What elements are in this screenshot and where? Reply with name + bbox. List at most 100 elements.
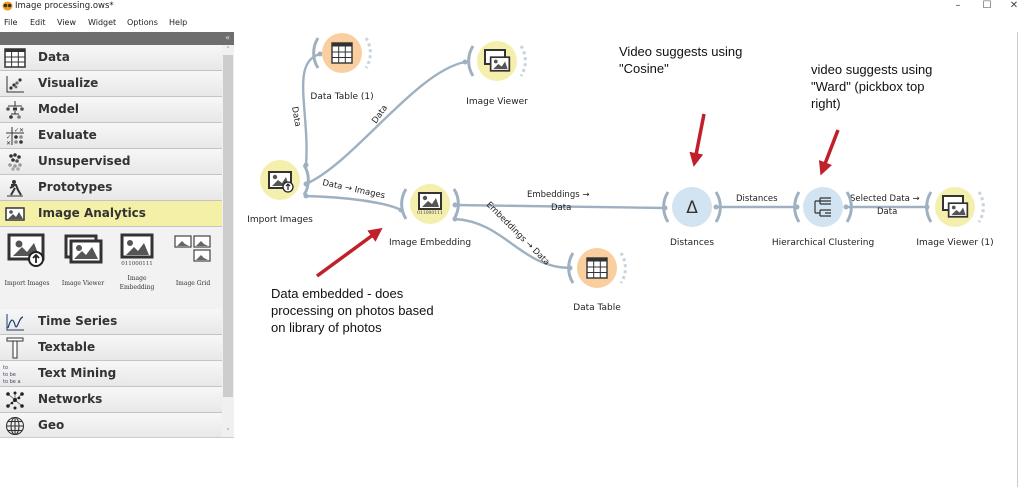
svg-text:011000111: 011000111 bbox=[417, 210, 443, 216]
node-distances[interactable]: Δ Distances bbox=[662, 187, 722, 248]
node-data-table-1[interactable]: Data Table (1) bbox=[310, 33, 374, 102]
category-textable[interactable]: Textable bbox=[0, 335, 222, 361]
widget-help-panel bbox=[0, 437, 234, 487]
node-label: Hierarchical Clustering bbox=[772, 238, 874, 248]
link-label: Distances bbox=[736, 194, 778, 204]
category-data[interactable]: Data bbox=[0, 45, 222, 71]
link-label: Data bbox=[370, 103, 390, 125]
category-image-analytics[interactable]: Image Analytics bbox=[0, 201, 222, 227]
menu-options[interactable]: Options bbox=[127, 18, 158, 27]
toolbox: Data Visualize Model ✓✕✓✕ Evaluate Unsup… bbox=[0, 45, 222, 437]
link-label: Selected Data → bbox=[850, 194, 920, 204]
category-label: Time Series bbox=[38, 314, 118, 328]
annotation-arrow-embedding bbox=[315, 227, 383, 278]
category-geo[interactable]: Geo bbox=[0, 413, 222, 437]
tool-image-grid[interactable]: Image Grid bbox=[166, 227, 220, 305]
close-button[interactable]: ✕ bbox=[1009, 0, 1019, 11]
node-data-table[interactable]: Data Table bbox=[567, 248, 627, 313]
globe-icon bbox=[0, 413, 30, 437]
tool-import-images[interactable]: Import Images bbox=[0, 227, 54, 305]
title-bar: Image processing.ows* – ☐ ✕ bbox=[0, 0, 1024, 14]
category-model[interactable]: Model bbox=[0, 97, 222, 123]
text-cursor-icon bbox=[0, 335, 30, 360]
menu-bar: File Edit View Widget Options Help bbox=[0, 14, 1024, 32]
link-label: Data bbox=[289, 106, 302, 128]
orange-glasses-icon bbox=[2, 1, 13, 11]
delta-icon: Δ bbox=[686, 198, 698, 218]
category-time-series[interactable]: Time Series bbox=[0, 309, 222, 335]
link-import-to-embed[interactable] bbox=[305, 194, 402, 212]
link-embed-to-dist[interactable] bbox=[454, 203, 666, 210]
category-label: Model bbox=[38, 102, 80, 116]
tool-label: Import Images bbox=[4, 280, 50, 287]
node-hierarchical-clustering[interactable]: Hierarchical Clustering bbox=[772, 187, 874, 248]
node-label: Distances bbox=[670, 238, 714, 248]
link-embed-to-table[interactable] bbox=[454, 217, 571, 270]
node-label: Image Embedding bbox=[389, 238, 471, 248]
link-import-to-viewer[interactable] bbox=[305, 60, 466, 186]
category-label: Data bbox=[38, 50, 70, 64]
svg-text:to: to bbox=[3, 365, 8, 371]
category-label: Evaluate bbox=[38, 128, 97, 142]
menu-view[interactable]: View bbox=[57, 18, 76, 27]
tool-label: Image Embedding bbox=[119, 275, 155, 291]
node-label: Image Viewer bbox=[466, 97, 528, 107]
svg-text:011000111: 011000111 bbox=[121, 261, 153, 267]
scroll-thumb[interactable] bbox=[223, 55, 233, 397]
link-import-to-table1[interactable] bbox=[301, 52, 321, 166]
category-label: Geo bbox=[38, 418, 65, 432]
annotation-ward[interactable]: video suggests using "Ward" (pickbox top… bbox=[811, 62, 933, 111]
menu-widget[interactable]: Widget bbox=[88, 18, 117, 27]
collapse-dock-button[interactable]: « bbox=[225, 33, 230, 42]
node-label: Image Viewer (1) bbox=[916, 238, 993, 248]
tool-label: Image Viewer bbox=[61, 280, 105, 287]
tool-label: Image Grid bbox=[175, 280, 211, 287]
scatter-icon bbox=[0, 71, 30, 96]
category-evaluate[interactable]: ✓✕✓✕ Evaluate bbox=[0, 123, 222, 149]
image-embedding-icon: 011000111 bbox=[417, 192, 443, 216]
widget-dock: « Data Visualize Model ✓✕✓✕ Evaluate Uns… bbox=[0, 32, 234, 487]
image-grid-icon bbox=[174, 235, 211, 262]
workflow-canvas[interactable]: Data Data Data → Images Embeddings → Dat… bbox=[235, 32, 1024, 487]
minimize-button[interactable]: – bbox=[955, 0, 961, 11]
scroll-down-button[interactable]: ˅ bbox=[226, 428, 230, 436]
annotation-cosine[interactable]: Video suggests using "Cosine" bbox=[619, 44, 743, 76]
image-viewer-icon bbox=[484, 49, 511, 72]
worker-icon bbox=[0, 175, 30, 200]
table-icon bbox=[331, 42, 353, 64]
category-label: Textable bbox=[38, 340, 96, 354]
menu-edit[interactable]: Edit bbox=[30, 18, 46, 27]
category-prototypes[interactable]: Prototypes bbox=[0, 175, 222, 201]
dendrogram-icon bbox=[814, 197, 831, 217]
svg-text:to be a: to be a bbox=[3, 379, 21, 385]
evaluate-grid-icon: ✓✕✓✕ bbox=[0, 123, 30, 148]
annotation-arrow-cosine bbox=[689, 113, 706, 167]
category-label: Text Mining bbox=[38, 366, 117, 380]
link-label: Embeddings → Data bbox=[484, 200, 552, 268]
image-viewer-icon bbox=[942, 195, 969, 218]
category-networks[interactable]: Networks bbox=[0, 387, 222, 413]
tool-image-viewer[interactable]: Image Viewer bbox=[56, 227, 110, 305]
table-icon bbox=[586, 257, 608, 279]
category-label: Networks bbox=[38, 392, 103, 406]
canvas-border bbox=[1017, 32, 1018, 487]
scroll-up-button[interactable]: ˄ bbox=[226, 46, 230, 54]
menu-help[interactable]: Help bbox=[169, 18, 188, 27]
node-image-viewer[interactable]: Image Viewer bbox=[466, 41, 528, 107]
category-visualize[interactable]: Visualize bbox=[0, 71, 222, 97]
maximize-button[interactable]: ☐ bbox=[982, 0, 992, 11]
workflow-svg: Data Data Data → Images Embeddings → Dat… bbox=[247, 33, 994, 313]
annotation-embedding[interactable]: Data embedded - does processing on photo… bbox=[271, 286, 434, 335]
node-import-images[interactable]: Import Images bbox=[247, 160, 313, 225]
node-image-embedding[interactable]: 011000111 Image Embedding bbox=[389, 184, 471, 248]
node-label: Data Table bbox=[573, 303, 621, 313]
node-image-viewer-1[interactable]: Image Viewer (1) bbox=[916, 187, 994, 248]
category-unsupervised[interactable]: Unsupervised bbox=[0, 149, 222, 175]
toolbox-scrollbar[interactable]: ˄ ˅ bbox=[222, 45, 234, 437]
tool-image-embedding[interactable]: 011000111 Image Embedding bbox=[110, 227, 164, 305]
menu-file[interactable]: File bbox=[4, 18, 18, 27]
link-label: Embeddings → bbox=[527, 190, 589, 200]
category-label: Visualize bbox=[38, 76, 99, 90]
